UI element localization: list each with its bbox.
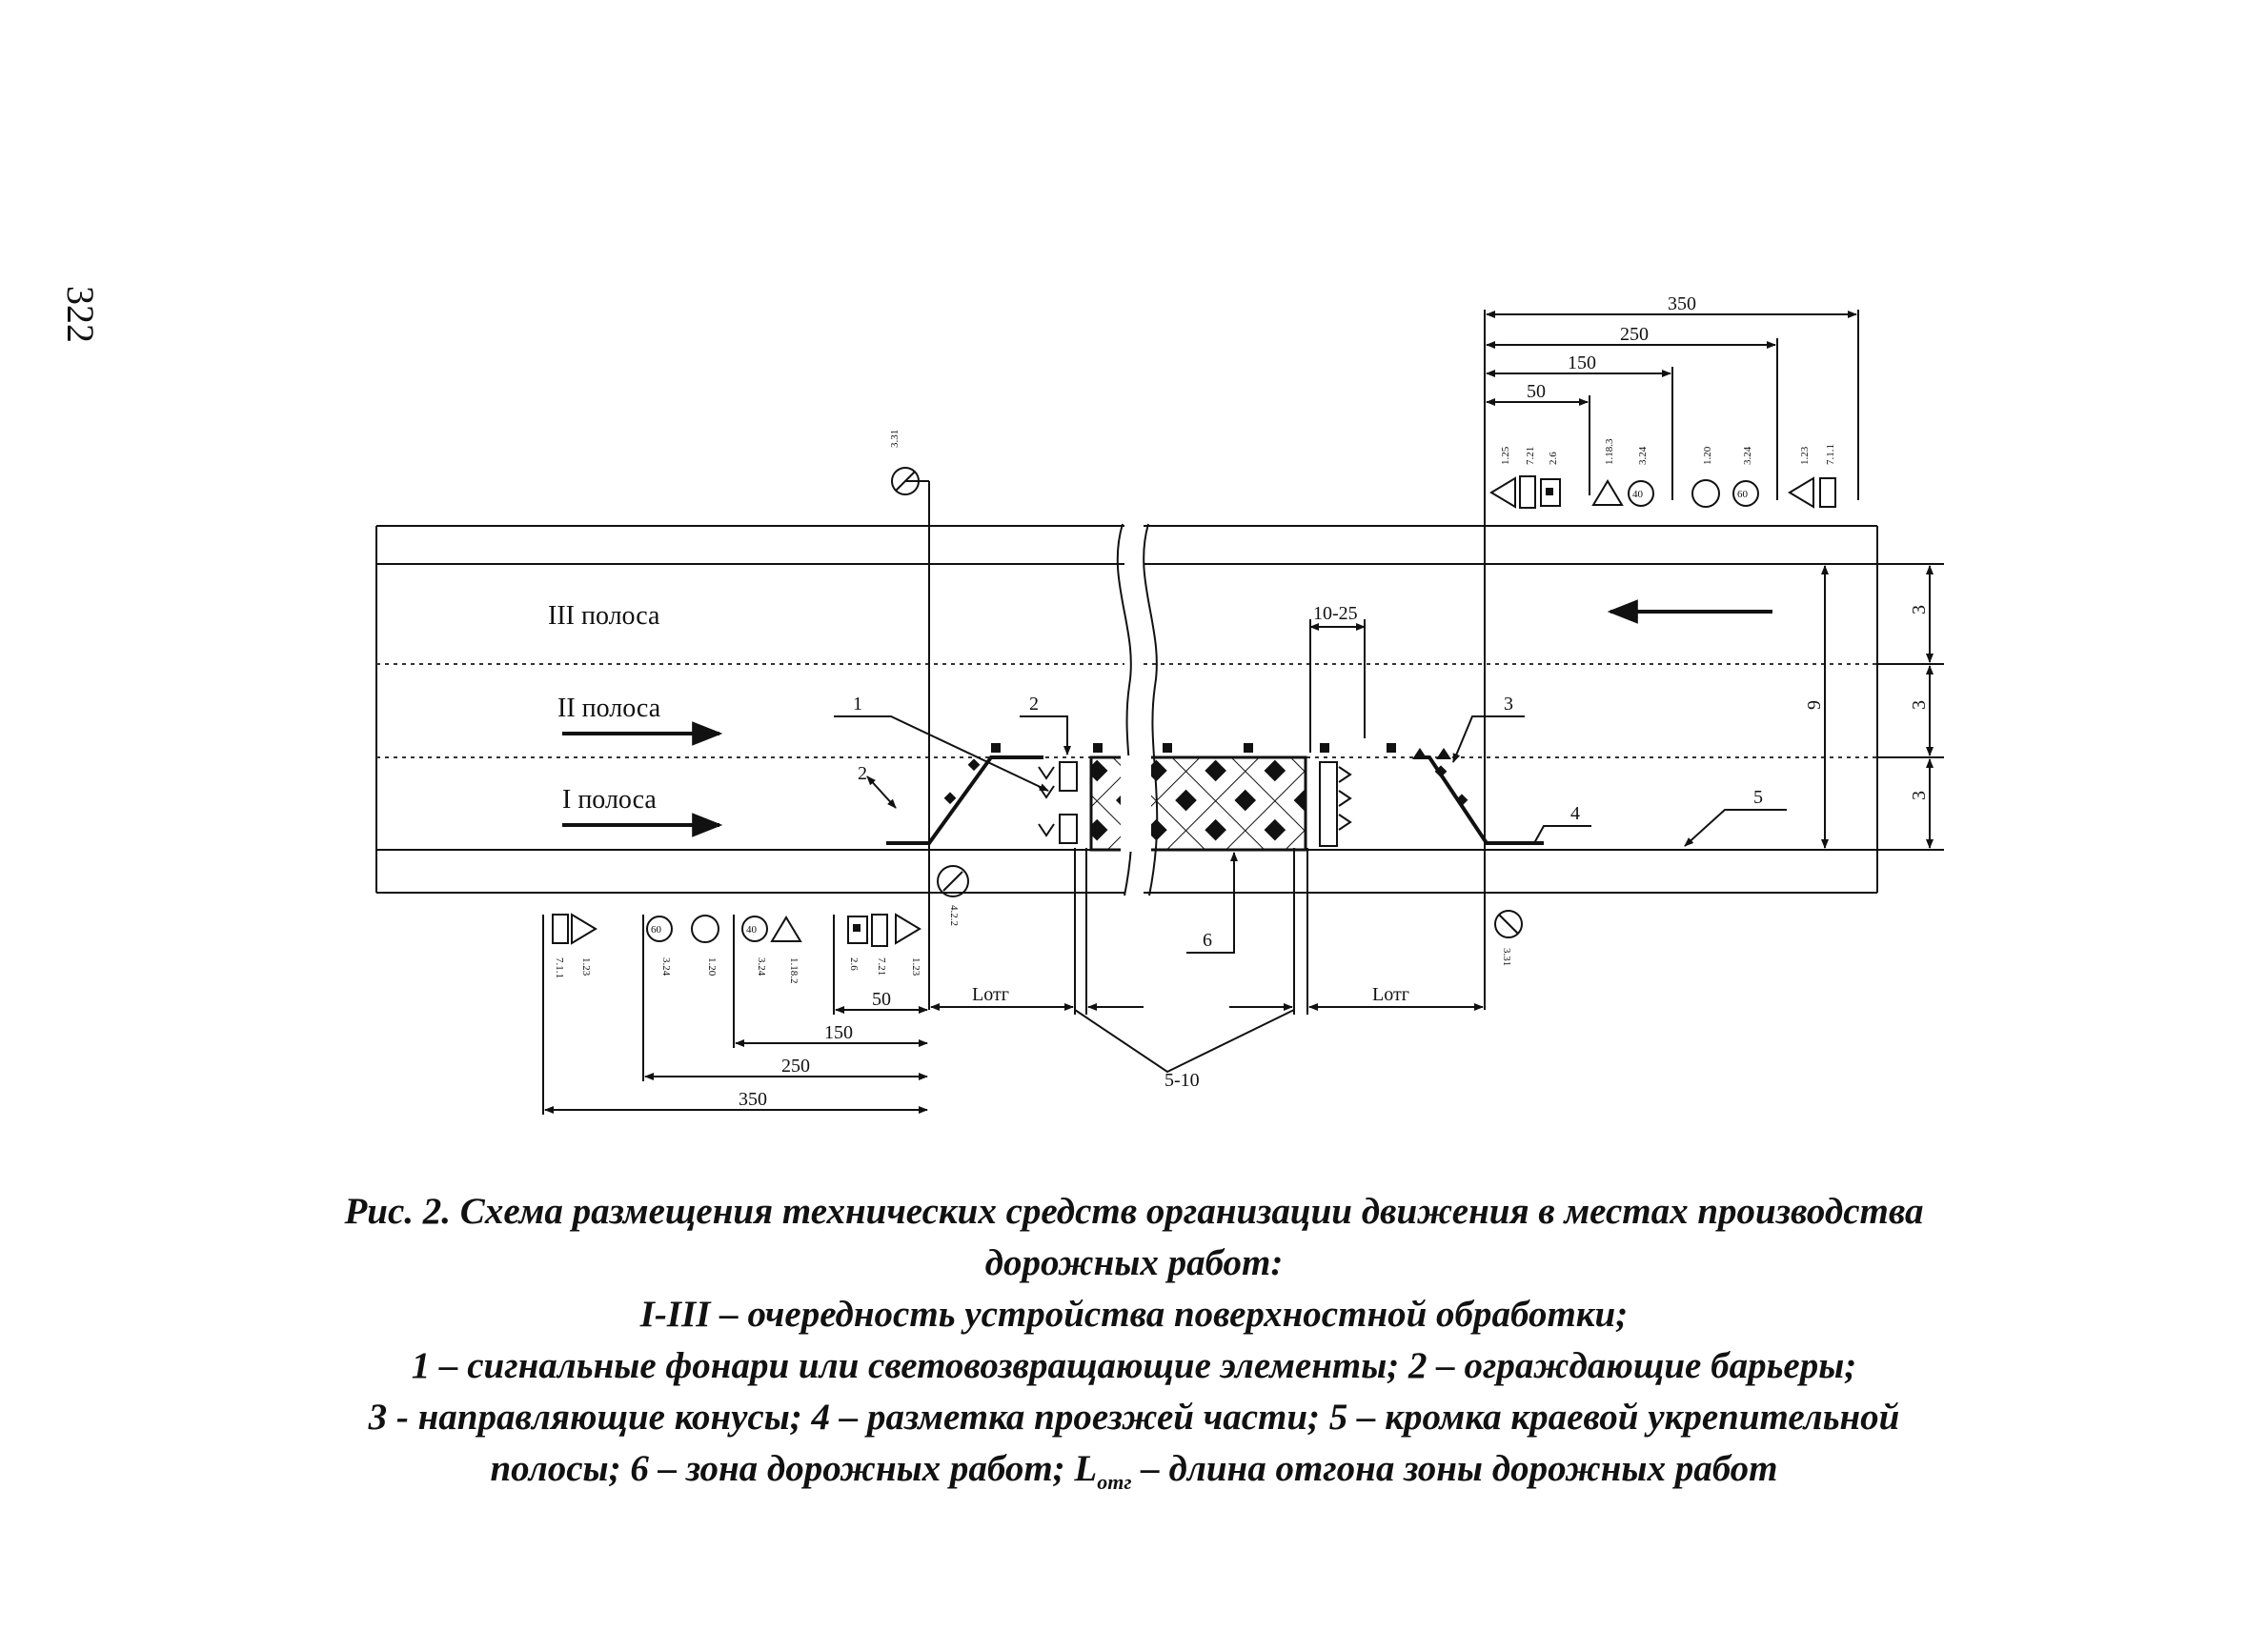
svg-text:7.1.1: 7.1.1 xyxy=(554,957,565,978)
post-sign-top xyxy=(891,467,920,495)
callout-1: 1 xyxy=(834,694,1049,792)
sign-posts xyxy=(905,480,1486,1010)
svg-text:2: 2 xyxy=(1029,694,1039,715)
svg-text:2.6: 2.6 xyxy=(848,957,860,971)
svg-text:1: 1 xyxy=(853,694,862,715)
svg-text:3: 3 xyxy=(1909,791,1930,800)
caption-line-1: Рис. 2. Схема размещения технических сре… xyxy=(344,1191,1924,1232)
caption-line-5: 3 - направляющие конусы; 4 – разметка пр… xyxy=(368,1397,1900,1438)
runout-dimensions: Lотг Lотг 5-10 xyxy=(930,848,1484,1091)
svg-text:6: 6 xyxy=(1203,930,1212,951)
lane-label-1: I полоса xyxy=(562,785,657,815)
svg-text:7.21: 7.21 xyxy=(1525,447,1536,465)
lane-label-2: II полоса xyxy=(557,694,661,723)
svg-text:40: 40 xyxy=(1632,489,1644,500)
svg-text:250: 250 xyxy=(1620,324,1649,345)
svg-text:4.2.2: 4.2.2 xyxy=(948,905,960,926)
svg-text:1.23: 1.23 xyxy=(1799,446,1811,465)
svg-text:3.24: 3.24 xyxy=(1637,446,1649,465)
svg-text:1.23: 1.23 xyxy=(580,957,592,977)
svg-text:4: 4 xyxy=(1570,803,1580,824)
small-offset: 2 xyxy=(858,763,897,809)
svg-text:3: 3 xyxy=(1504,694,1513,715)
sign-codes: 1.25 7.21 2.6 1.18.3 3.24 1.20 3.24 1.23… xyxy=(554,430,1836,984)
svg-text:1.23: 1.23 xyxy=(910,957,921,977)
lane-label-3: III полоса xyxy=(548,601,660,631)
callout-2: 2 xyxy=(1020,694,1071,755)
svg-text:7.21: 7.21 xyxy=(876,957,887,976)
callout-5: 5 xyxy=(1684,787,1787,847)
svg-text:3: 3 xyxy=(1909,700,1930,710)
gap-dimension: 10-25 xyxy=(1309,603,1366,753)
callout-6: 6 xyxy=(1186,852,1238,954)
lotg-left: Lотг xyxy=(972,984,1009,1005)
svg-text:150: 150 xyxy=(824,1022,853,1043)
post-sign-middle xyxy=(937,865,969,897)
svg-text:60: 60 xyxy=(651,924,662,936)
callout-4: 4 xyxy=(1533,803,1591,844)
svg-text:3.31: 3.31 xyxy=(889,430,901,448)
lane-width-dimensions: 3 3 3 9 xyxy=(1804,563,1944,851)
svg-text:250: 250 xyxy=(781,1056,810,1077)
signal-lights xyxy=(943,743,1468,807)
bottom-dimensions: 50 150 250 350 xyxy=(542,915,928,1115)
svg-text:3.24: 3.24 xyxy=(660,957,672,977)
svg-text:7.1.1: 7.1.1 xyxy=(1825,444,1836,465)
top-signs: 40 60 xyxy=(1489,475,1836,509)
caption-line-3: I-III – очередность устройства поверхнос… xyxy=(639,1294,1629,1335)
svg-text:350: 350 xyxy=(739,1089,767,1110)
svg-text:50: 50 xyxy=(1527,381,1546,402)
svg-text:40: 40 xyxy=(746,924,758,936)
figure-caption: Рис. 2. Схема размещения технических сре… xyxy=(143,1186,2125,1508)
caption-line-2: дорожных работ: xyxy=(984,1242,1284,1283)
svg-text:1.18.2: 1.18.2 xyxy=(788,957,800,984)
svg-text:9: 9 xyxy=(1804,700,1825,710)
svg-text:3: 3 xyxy=(1909,605,1930,614)
road-works-diagram: III полоса II полоса I полоса 1 2 3 4 5 … xyxy=(375,293,1944,1115)
svg-text:3.24: 3.24 xyxy=(756,957,767,977)
svg-text:50: 50 xyxy=(872,989,891,1010)
svg-text:3.24: 3.24 xyxy=(1742,446,1753,465)
svg-text:3.31: 3.31 xyxy=(1501,948,1512,966)
caption-line-6: полосы; 6 – зона дорожных работ; Lотг – … xyxy=(490,1448,1778,1494)
svg-text:1.25: 1.25 xyxy=(1500,446,1511,465)
svg-text:150: 150 xyxy=(1568,352,1596,373)
svg-text:1.18.3: 1.18.3 xyxy=(1604,438,1615,465)
svg-text:1.20: 1.20 xyxy=(706,957,718,977)
svg-text:1.20: 1.20 xyxy=(1702,446,1713,465)
svg-text:60: 60 xyxy=(1737,489,1749,500)
bottom-signs: 60 40 xyxy=(552,913,921,947)
svg-text:350: 350 xyxy=(1668,293,1696,314)
cones xyxy=(1412,748,1451,759)
top-dimensions: 350 250 150 50 xyxy=(1484,293,1859,500)
callout-3: 3 xyxy=(1452,694,1525,763)
svg-text:5-10: 5-10 xyxy=(1164,1070,1200,1091)
svg-text:10-25: 10-25 xyxy=(1313,603,1358,624)
caption-line-4: 1 – сигнальные фонари или световозвращаю… xyxy=(411,1345,1857,1386)
lotg-right: Lотг xyxy=(1372,984,1409,1005)
svg-text:2.6: 2.6 xyxy=(1548,452,1559,465)
post-sign-bottom xyxy=(1494,910,1523,938)
svg-text:2: 2 xyxy=(858,763,867,784)
svg-text:5: 5 xyxy=(1753,787,1763,808)
